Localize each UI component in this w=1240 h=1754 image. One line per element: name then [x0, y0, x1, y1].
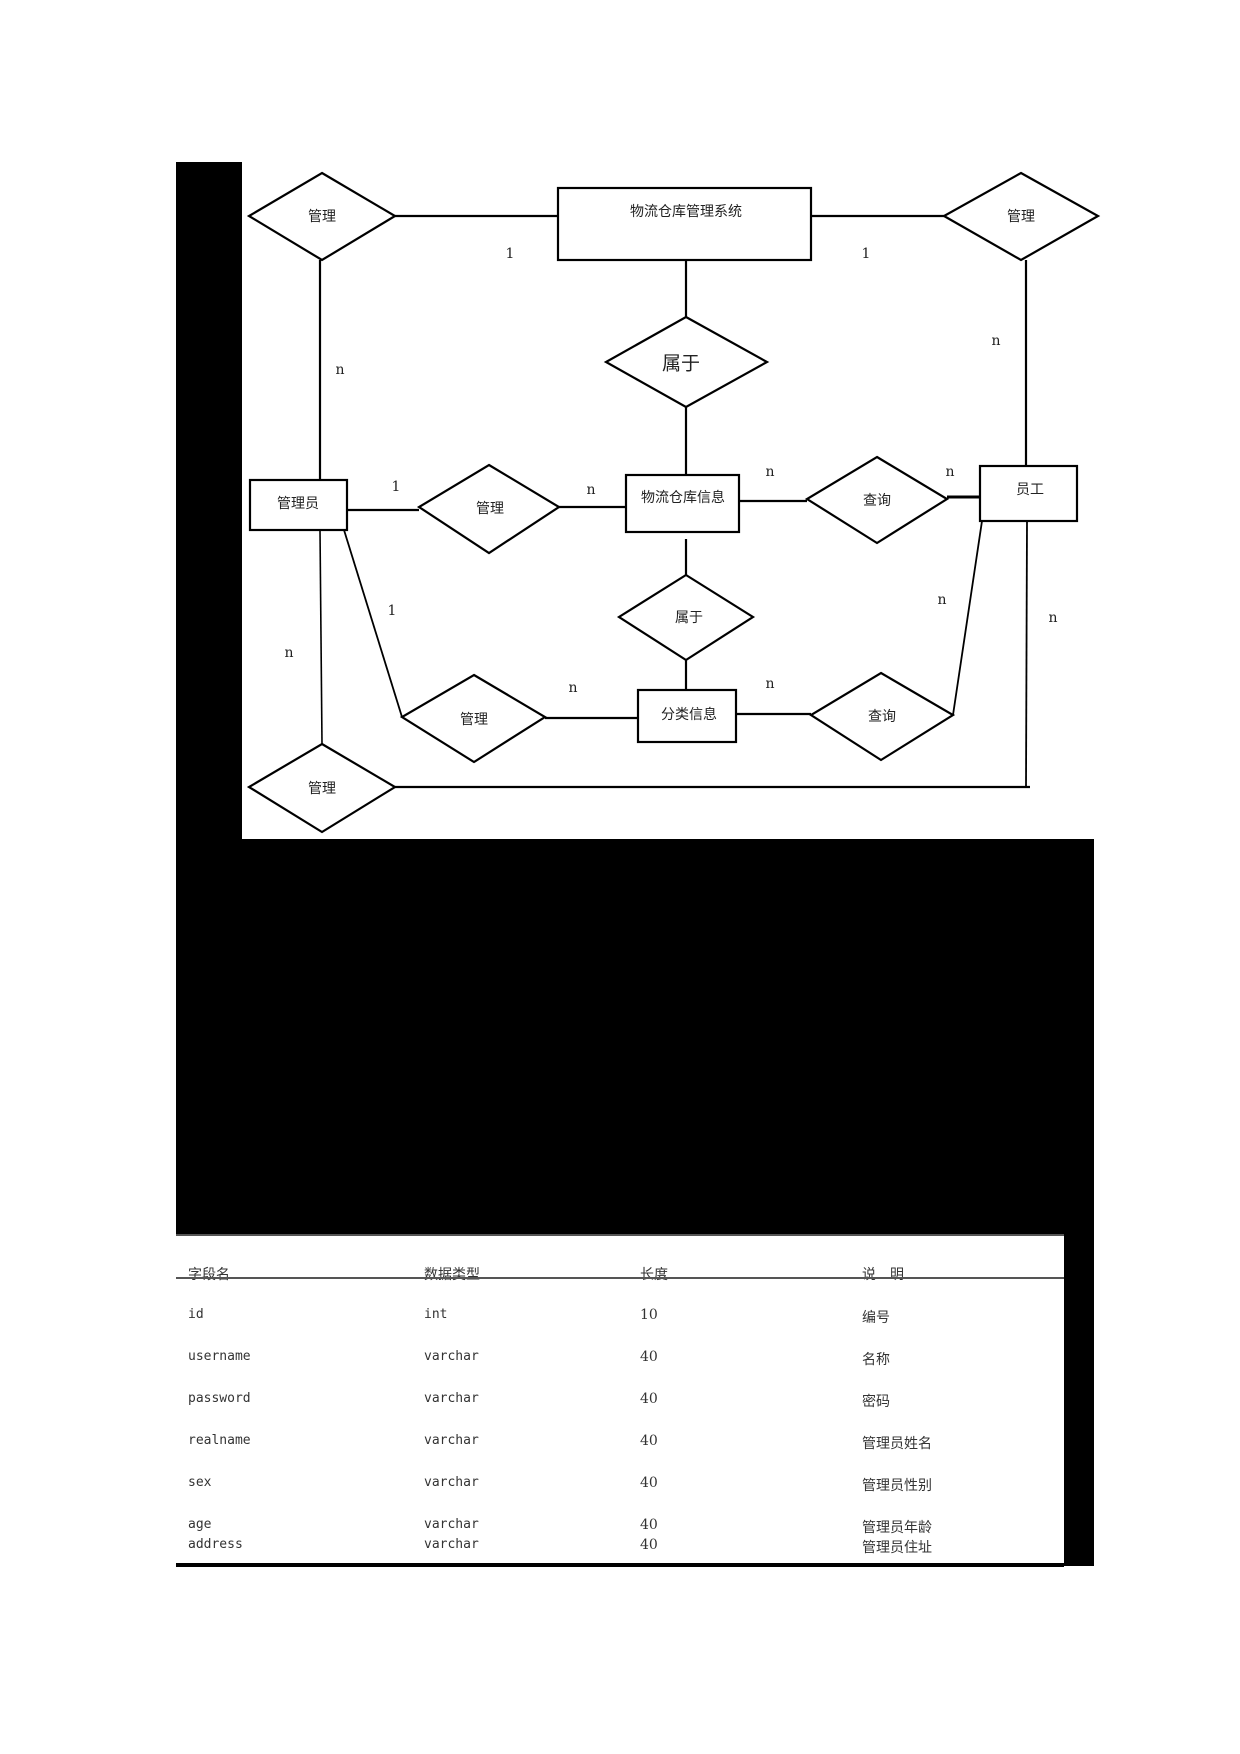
card-category-query: n — [765, 676, 775, 692]
table-row: age varchar 40 管理员年龄 — [176, 1517, 1064, 1539]
rel-manage-top-right-label: 管理 — [1007, 209, 1035, 225]
cell-type: varchar — [424, 1433, 479, 1448]
card-warehouse-manage-mid: n — [586, 482, 596, 498]
card-warehouse-query: n — [765, 464, 775, 480]
entity-admin-label: 管理员 — [277, 496, 319, 512]
cell-field: age — [188, 1517, 212, 1532]
rel-manage-bottom — [246, 742, 398, 834]
cell-length: 10 — [640, 1307, 658, 1323]
cell-length: 40 — [640, 1475, 658, 1491]
rel-manage-mid — [416, 463, 562, 555]
cell-desc: 管理员性别 — [862, 1478, 932, 1494]
cell-field: password — [188, 1391, 251, 1406]
redaction-lower-block — [176, 839, 1094, 1234]
table-top-rule — [176, 1234, 1064, 1236]
table-row: address varchar 40 管理员住址 — [176, 1537, 1064, 1559]
rel-belongs-top-label: 属于 — [661, 352, 701, 375]
cell-type: varchar — [424, 1349, 479, 1364]
rel-manage-lower-label: 管理 — [460, 712, 488, 728]
cell-type: varchar — [424, 1391, 479, 1406]
cell-field: username — [188, 1349, 251, 1364]
rel-query-lower — [808, 671, 956, 762]
cell-field: realname — [188, 1433, 251, 1448]
card-employee-query-lower: n — [937, 592, 947, 608]
table-bottom-rule — [176, 1563, 1064, 1567]
table-row: realname varchar 40 管理员姓名 — [176, 1433, 1064, 1455]
table-header-rule — [176, 1277, 1064, 1279]
entity-category-label: 分类信息 — [661, 707, 717, 723]
rel-manage-mid-label: 管理 — [476, 501, 504, 517]
entity-system-box — [556, 186, 813, 262]
rel-manage-top-left — [246, 171, 398, 262]
card-admin-bottom: n — [284, 645, 294, 661]
cell-type: varchar — [424, 1475, 479, 1490]
er-diagram: 物流仓库管理系统 管理员 物流仓库信息 员工 分类信息 管理 管理 属于 管理 … — [0, 0, 1240, 850]
header-data-type: 数据类型 — [424, 1267, 480, 1283]
table-header-row: 字段名 数据类型 长度 说 明 — [176, 1264, 1064, 1286]
card-employee-query: n — [945, 464, 955, 480]
cell-field: sex — [188, 1475, 212, 1490]
rel-belongs-bottom-label: 属于 — [675, 610, 703, 626]
table-row: username varchar 40 名称 — [176, 1349, 1064, 1371]
cell-desc: 名称 — [862, 1352, 890, 1368]
table-row: sex varchar 40 管理员性别 — [176, 1475, 1064, 1497]
table-row: id int 10 编号 — [176, 1307, 1064, 1329]
header-description: 说 明 — [862, 1267, 904, 1283]
entity-employee-box — [978, 464, 1079, 523]
rel-manage-lower — [399, 673, 548, 764]
cell-desc: 管理员年龄 — [862, 1520, 932, 1536]
card-sys-left: 1 — [505, 246, 515, 262]
entity-warehouse-label: 物流仓库信息 — [641, 490, 725, 506]
rel-query-mid — [804, 455, 950, 545]
cell-type: varchar — [424, 1517, 479, 1532]
cell-desc: 密码 — [862, 1394, 890, 1410]
cell-length: 40 — [640, 1391, 658, 1407]
table-row: password varchar 40 密码 — [176, 1391, 1064, 1413]
entity-admin-box — [248, 478, 349, 532]
cell-field: id — [188, 1307, 204, 1322]
entity-employee-label: 员工 — [1016, 482, 1044, 498]
rel-manage-bottom-label: 管理 — [308, 781, 336, 797]
er-diagram-lines — [246, 171, 1101, 834]
card-category-manage: n — [568, 680, 578, 696]
entity-warehouse-box — [624, 473, 741, 534]
card-employee-bottom: n — [1048, 610, 1058, 626]
cell-type: varchar — [424, 1537, 479, 1552]
cell-length: 40 — [640, 1349, 658, 1365]
card-sys-right: 1 — [861, 246, 871, 262]
cell-desc: 编号 — [862, 1310, 890, 1326]
cell-desc: 管理员住址 — [862, 1540, 932, 1556]
entity-system-label: 物流仓库管理系统 — [630, 204, 742, 220]
card-admin-top: n — [335, 362, 345, 378]
card-admin-manage-lower: 1 — [387, 603, 397, 619]
rel-query-mid-label: 查询 — [863, 493, 891, 509]
field-table: 字段名 数据类型 长度 说 明 id int 10 编号 username va… — [176, 1234, 1064, 1567]
rel-query-lower-label: 查询 — [868, 709, 896, 725]
cell-desc: 管理员姓名 — [862, 1436, 932, 1452]
header-length: 长度 — [640, 1267, 668, 1283]
rel-manage-top-right — [941, 171, 1101, 262]
card-admin-manage-mid: 1 — [391, 479, 401, 495]
rel-manage-top-left-label: 管理 — [308, 209, 336, 225]
header-field-name: 字段名 — [188, 1267, 230, 1283]
redaction-right-column — [1064, 1234, 1094, 1566]
cell-length: 40 — [640, 1433, 658, 1449]
cell-type: int — [424, 1307, 448, 1322]
cell-field: address — [188, 1537, 243, 1552]
card-employee-top: n — [991, 333, 1001, 349]
cell-length: 40 — [640, 1517, 658, 1533]
cell-length: 40 — [640, 1537, 658, 1553]
